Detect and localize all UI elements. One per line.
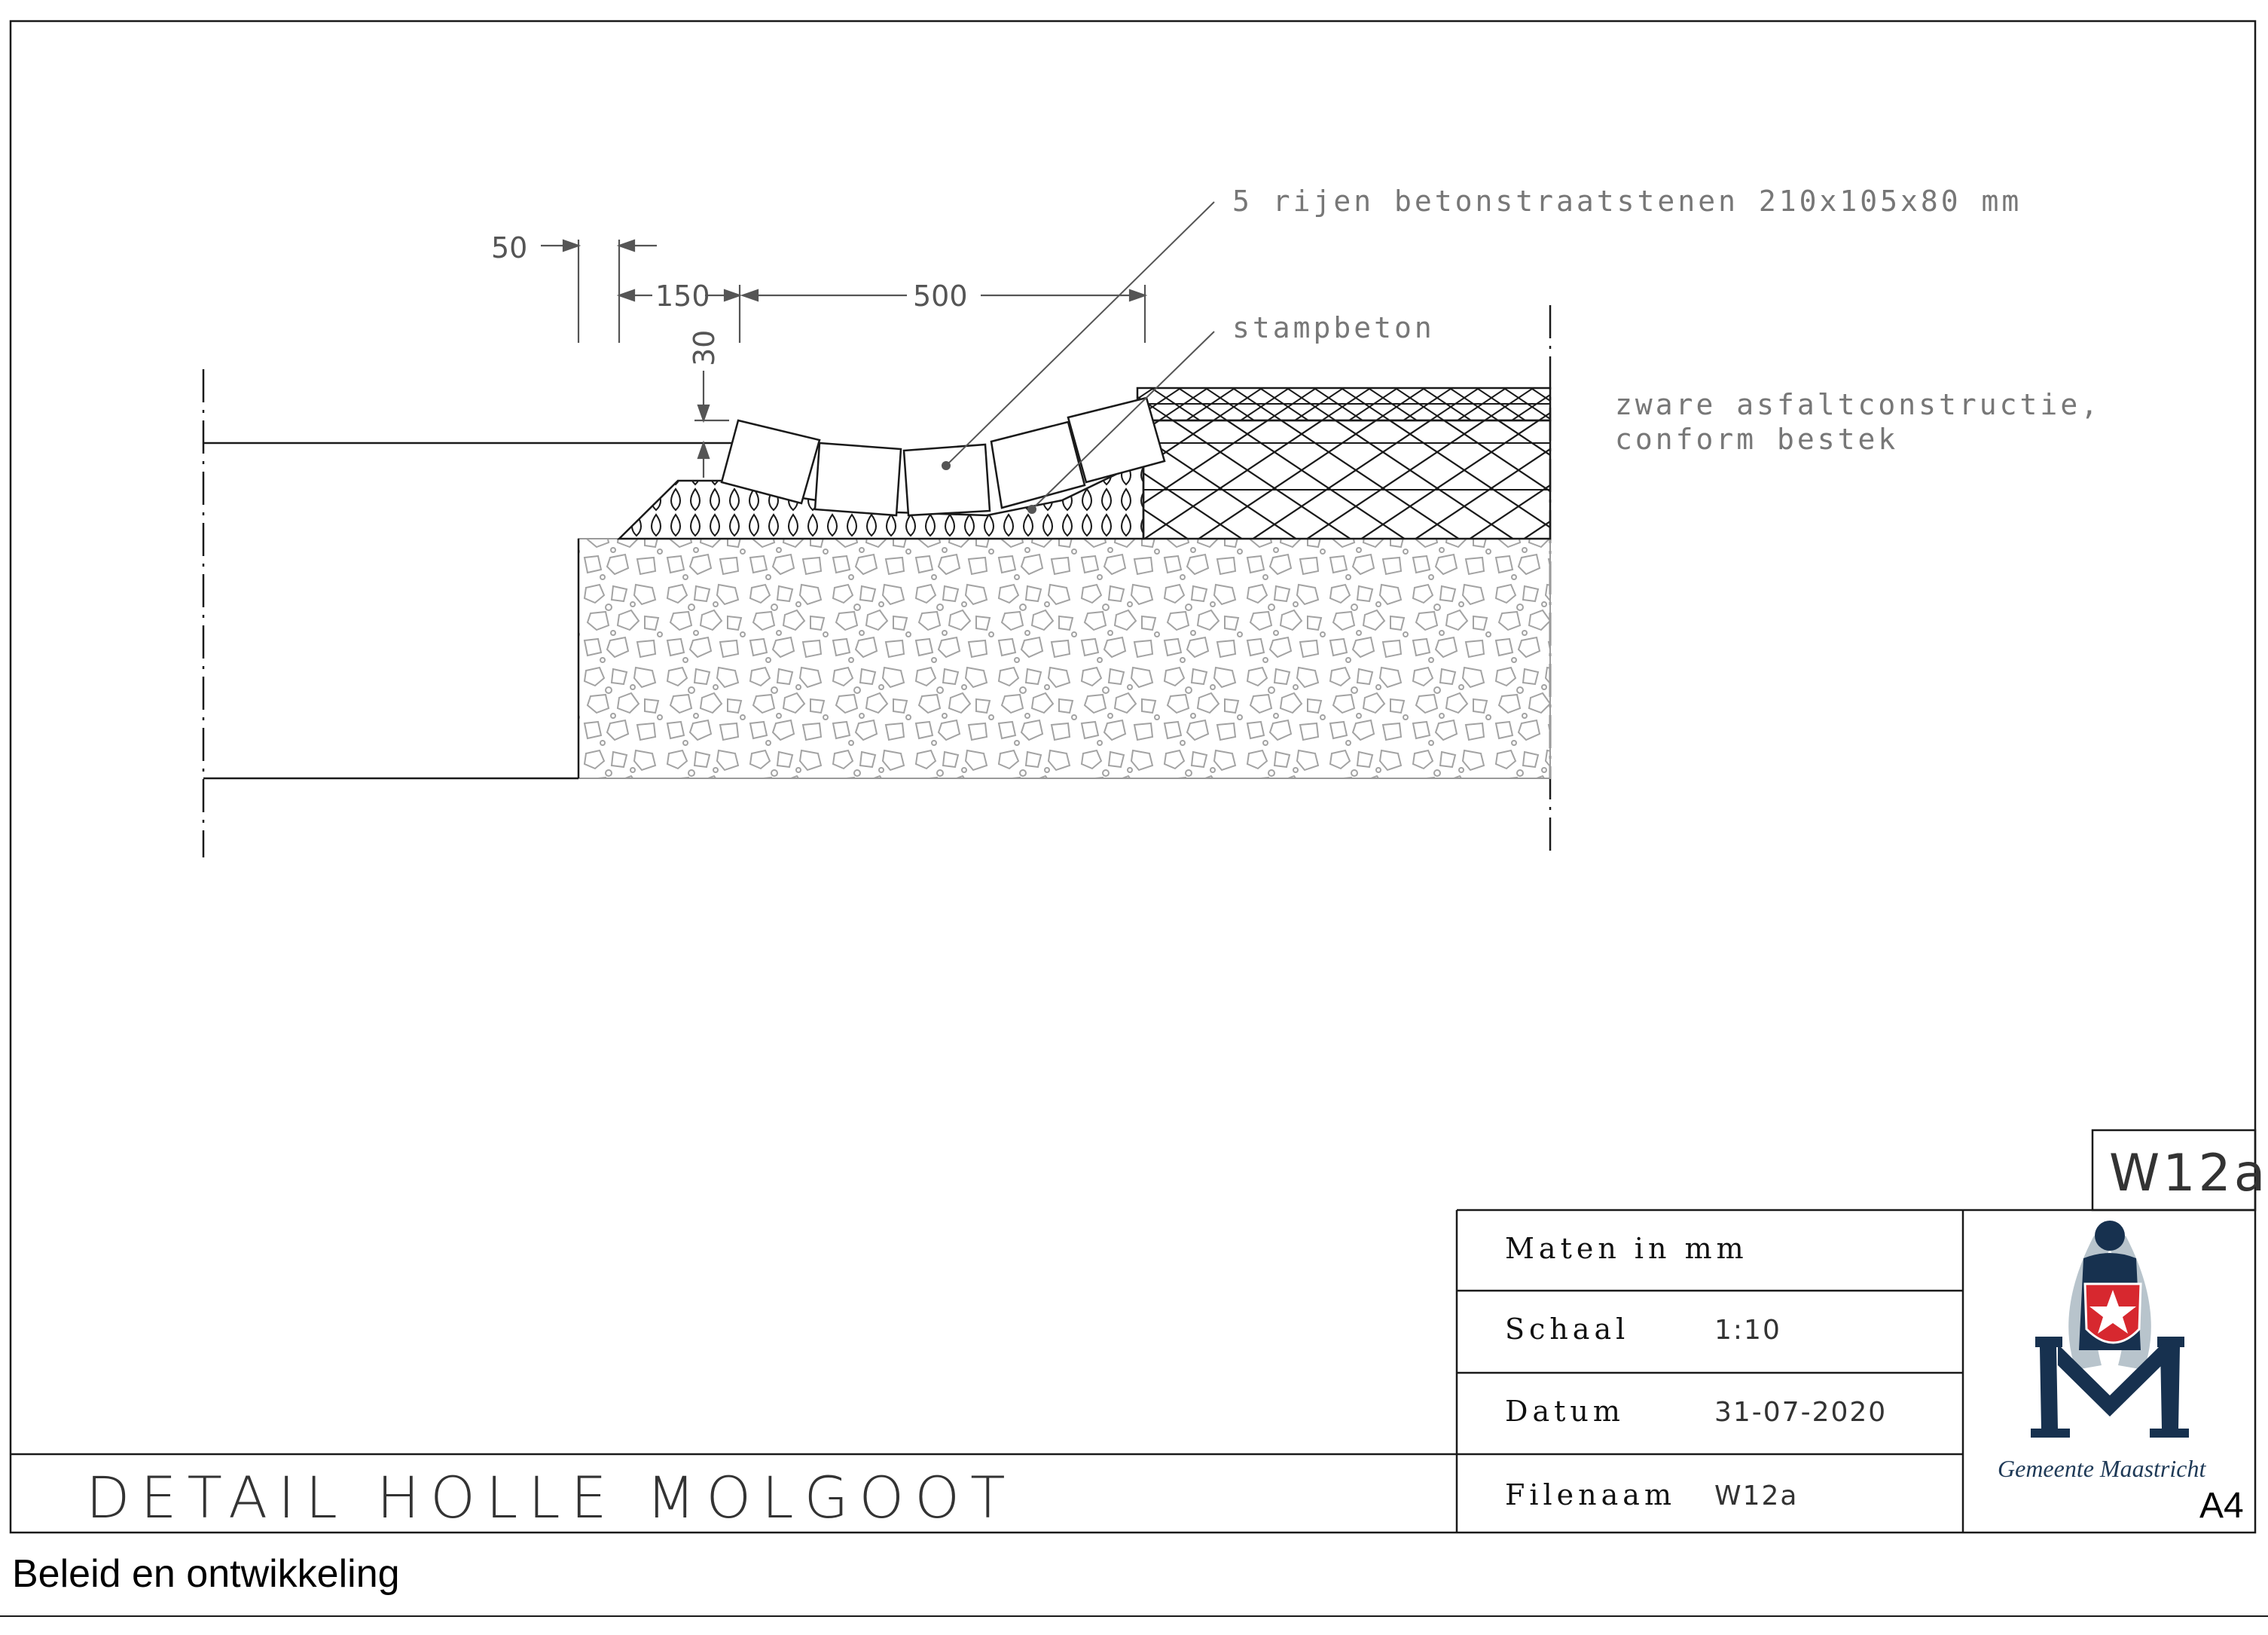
units-label: Maten in mm bbox=[1505, 1232, 1748, 1265]
paver-stone-5 bbox=[1067, 396, 1166, 484]
paver-stone-3 bbox=[902, 443, 991, 517]
paver-stone-1 bbox=[720, 419, 821, 505]
gravel-foundation bbox=[578, 538, 1551, 779]
date-label: Datum bbox=[1505, 1395, 1625, 1428]
dim-30: 30 bbox=[688, 330, 721, 366]
paver-stones bbox=[720, 396, 1166, 517]
dim-50: 50 bbox=[491, 231, 527, 264]
label-asphalt-line1: zware asfaltconstructie, bbox=[1615, 388, 2101, 421]
label-pavers: 5 rijen betonstraatstenen 210x105x80 mm bbox=[1232, 185, 2022, 218]
scale-value: 1:10 bbox=[1714, 1315, 1781, 1346]
paper-size: A4 bbox=[2199, 1486, 2244, 1526]
label-lean-concrete: stampbeton bbox=[1232, 311, 1435, 344]
asphalt-construction bbox=[1142, 419, 1552, 540]
paver-stone-4 bbox=[990, 420, 1086, 509]
label-asphalt-line2: conform bestek bbox=[1615, 423, 1898, 456]
leader-lines bbox=[942, 201, 1215, 514]
sheet-border bbox=[9, 20, 2257, 1534]
file-label: Filenaam bbox=[1505, 1478, 1676, 1511]
maastricht-angel-logo-icon bbox=[2031, 1221, 2189, 1438]
scale-label: Schaal bbox=[1505, 1313, 1629, 1346]
file-value: W12a bbox=[1714, 1481, 1798, 1511]
date-value: 31-07-2020 bbox=[1714, 1397, 1887, 1428]
drawing-code: W12a bbox=[2109, 1144, 2268, 1203]
paver-stone-2 bbox=[813, 442, 902, 517]
title-block bbox=[11, 1129, 2257, 1533]
drawing-title: DETAIL HOLLE MOLGOOT bbox=[86, 1464, 1016, 1531]
dimension-lines bbox=[541, 239, 1148, 478]
org-name: Gemeente Maastricht bbox=[1998, 1455, 2206, 1482]
department-label: Beleid en ontwikkeling bbox=[12, 1552, 400, 1596]
dim-500: 500 bbox=[913, 280, 968, 313]
dim-150: 150 bbox=[655, 280, 710, 313]
